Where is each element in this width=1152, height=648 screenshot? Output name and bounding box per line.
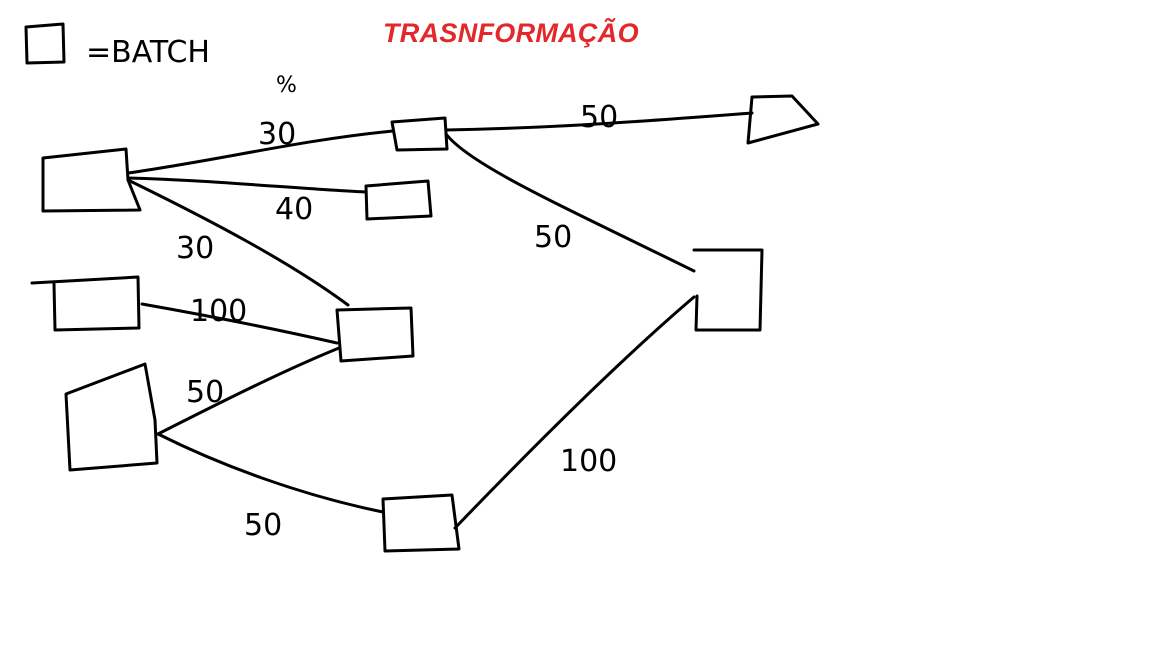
edge-label-a-to-d: 30: [176, 231, 214, 266]
edges: [126, 111, 754, 530]
batch-node-b: [390, 116, 449, 152]
edge-g-to-h: [453, 295, 696, 530]
nodes: [30, 94, 820, 553]
edge-label-b-to-h: 50: [534, 220, 572, 255]
edge-label-a-to-b: 30: [258, 117, 296, 152]
batch-node-f: [64, 362, 159, 472]
edge-labels: 30 40 30 100 50 50 50 50 100: [176, 100, 618, 543]
edge-e-to-d: [140, 302, 339, 345]
output-node: [746, 94, 820, 145]
batch-node-e: [30, 275, 141, 332]
unit-label: %: [276, 73, 297, 98]
edge-label-f-to-d: 50: [186, 375, 224, 410]
edge-label-f-to-g: 50: [244, 508, 282, 543]
edge-label-b-to-out: 50: [580, 100, 618, 135]
diagram-title: TRASNFORMAÇÃO: [383, 18, 639, 48]
batch-node-d: [335, 306, 415, 363]
edge-f-to-g: [156, 432, 385, 514]
edge-label-a-to-c: 40: [275, 192, 313, 227]
edge-a-to-c: [126, 176, 367, 194]
legend: =BATCH: [24, 22, 210, 70]
batch-node-c: [364, 179, 433, 221]
edge-label-e-to-d: 100: [190, 294, 247, 329]
edge-b-to-out: [444, 111, 754, 132]
edge-f-to-d: [156, 346, 341, 436]
batch-node-h: [692, 248, 764, 332]
edge-b-to-h: [444, 132, 696, 273]
batch-node-g: [381, 493, 461, 553]
batch-node-a: [41, 147, 142, 213]
edge-label-g-to-h: 100: [560, 444, 617, 479]
legend-batch-symbol: [24, 22, 66, 65]
edge-a-to-d: [126, 178, 350, 307]
edge-a-to-b: [126, 129, 395, 175]
legend-label: =BATCH: [86, 35, 210, 70]
